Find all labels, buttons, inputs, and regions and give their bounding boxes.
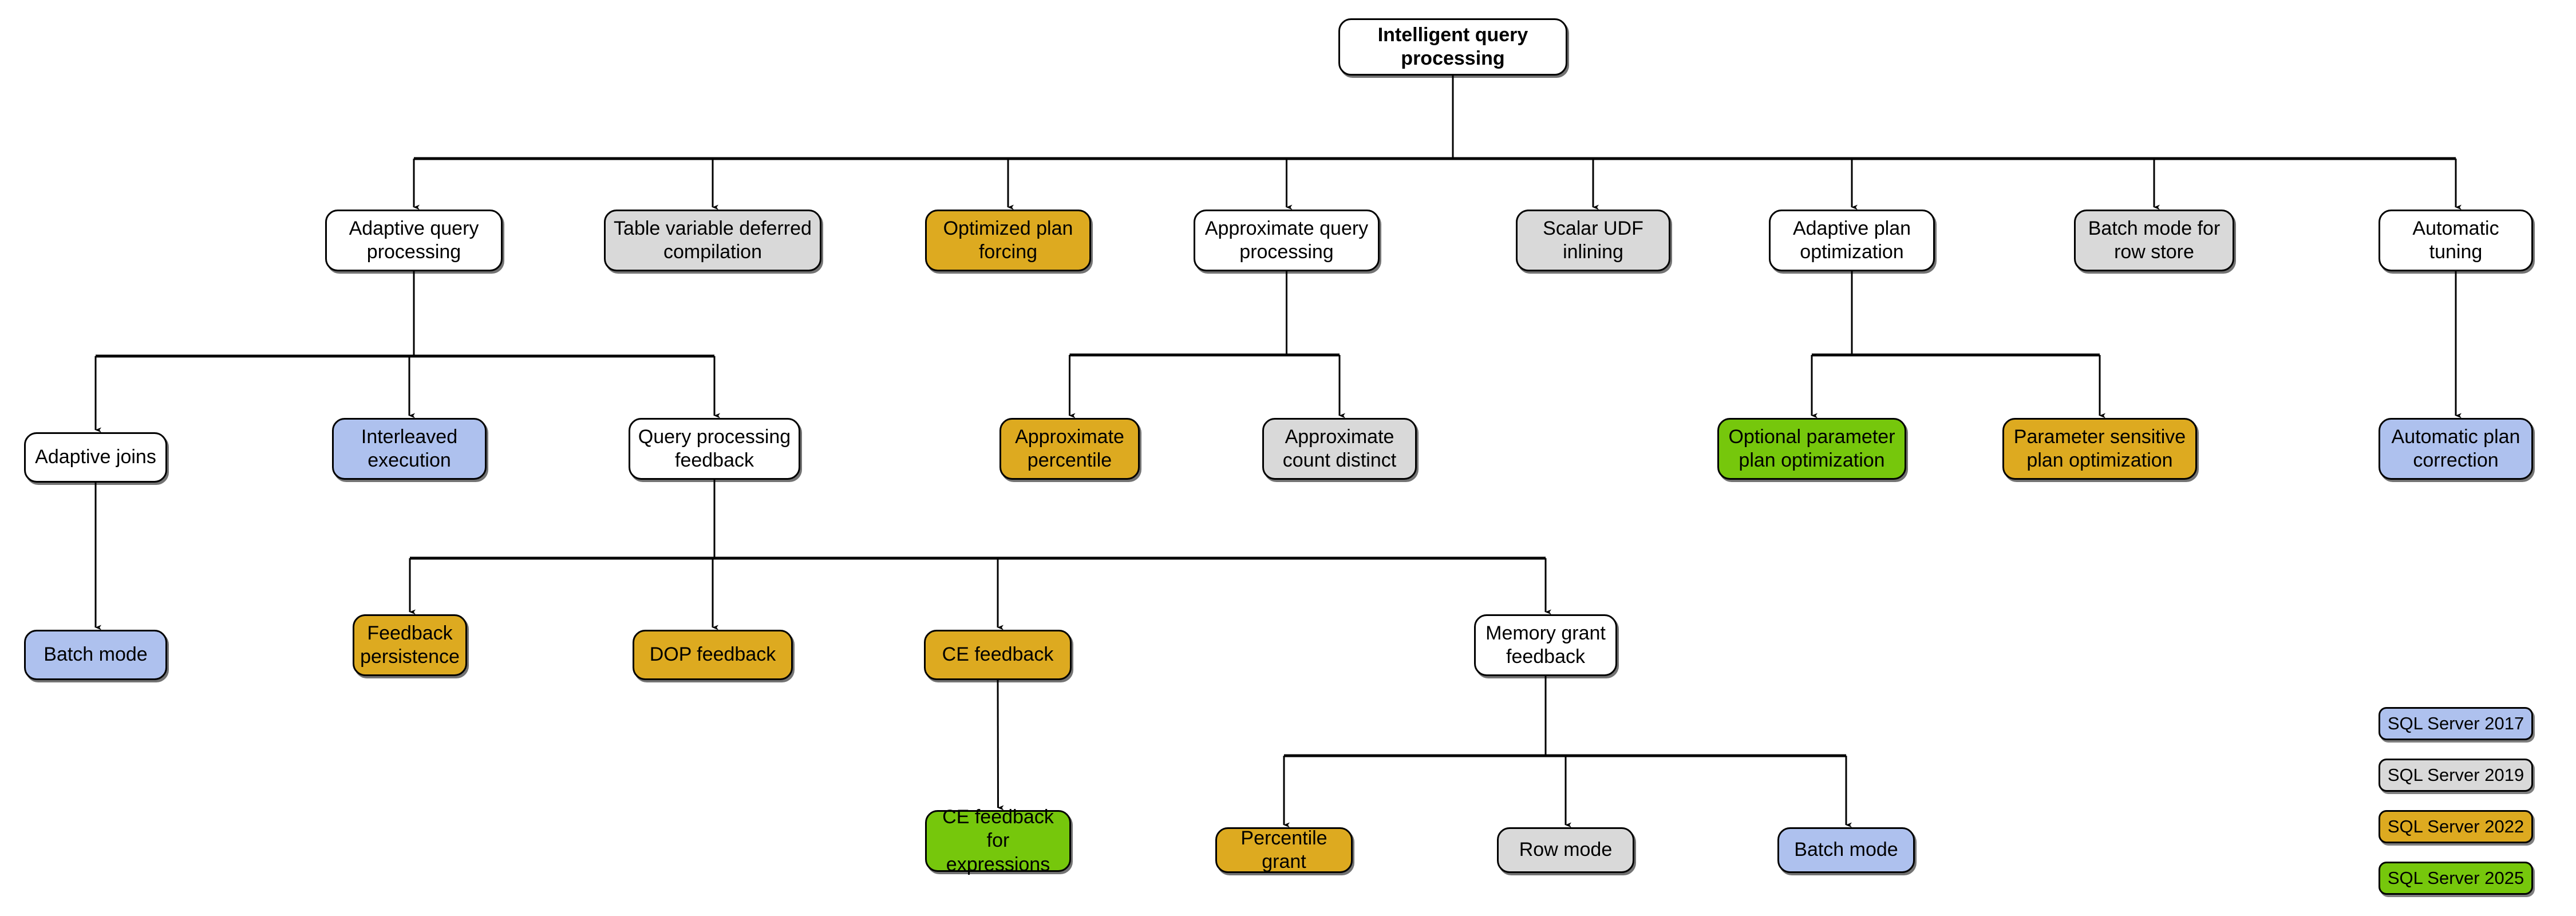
- node-aj[interactable]: Adaptive joins: [24, 432, 167, 483]
- node-label: Row mode: [1519, 839, 1613, 861]
- node-label: Approximate query processing: [1204, 217, 1369, 263]
- node-tvdc[interactable]: Table variable deferred compilation: [604, 210, 821, 271]
- node-label: Memory grant feedback: [1485, 622, 1606, 668]
- node-bm1[interactable]: Batch mode: [24, 630, 167, 680]
- node-sudf[interactable]: Scalar UDF inlining: [1516, 210, 1670, 271]
- node-at[interactable]: Automatic tuning: [2379, 210, 2533, 271]
- node-apq[interactable]: Approximate query processing: [1194, 210, 1380, 271]
- node-fp[interactable]: Feedback persistence: [353, 614, 467, 676]
- node-apo[interactable]: Adaptive plan optimization: [1769, 210, 1935, 271]
- node-ap[interactable]: Approximate percentile: [999, 418, 1140, 480]
- node-label: Interleaved execution: [361, 425, 458, 471]
- node-label: Approximate percentile: [1015, 425, 1124, 471]
- node-label: Adaptive query processing: [349, 217, 479, 263]
- node-ce[interactable]: CE feedback: [924, 630, 1072, 680]
- node-qpf[interactable]: Query processing feedback: [629, 418, 800, 480]
- node-cefe[interactable]: CE feedback for expressions: [925, 806, 1071, 875]
- node-label: Parameter sensitive plan optimization: [2013, 425, 2186, 471]
- node-label: Adaptive joins: [35, 446, 156, 468]
- node-label: DOP feedback: [649, 643, 776, 666]
- legend-item-label: SQL Server 2017: [2387, 713, 2524, 733]
- node-aqp[interactable]: Adaptive query processing: [325, 210, 503, 271]
- node-label: Optional parameter plan optimization: [1728, 425, 1895, 471]
- node-label: Query processing feedback: [638, 425, 791, 471]
- node-opf[interactable]: Optimized plan forcing: [925, 210, 1091, 271]
- legend-item-label: SQL Server 2025: [2387, 868, 2524, 888]
- node-ie[interactable]: Interleaved execution: [332, 418, 487, 480]
- node-label: Optimized plan forcing: [943, 217, 1073, 263]
- node-oppo[interactable]: Optional parameter plan optimization: [1717, 418, 1906, 480]
- node-dop[interactable]: DOP feedback: [633, 630, 793, 680]
- node-root[interactable]: Intelligent query processing: [1338, 18, 1567, 76]
- legend-item-label: SQL Server 2022: [2387, 816, 2524, 836]
- node-label: Table variable deferred compilation: [614, 217, 812, 263]
- node-label: Automatic plan correction: [2391, 425, 2520, 471]
- legend-item-sql-server-2025: SQL Server 2025: [2379, 862, 2533, 895]
- node-label: Batch mode for row store: [2088, 217, 2221, 263]
- node-acd[interactable]: Approximate count distinct: [1262, 418, 1417, 480]
- node-rm[interactable]: Row mode: [1497, 827, 1634, 873]
- legend-item-sql-server-2022: SQL Server 2022: [2379, 810, 2533, 843]
- node-label: Scalar UDF inlining: [1543, 217, 1643, 263]
- node-label: Feedback persistence: [360, 622, 460, 668]
- node-mgf[interactable]: Memory grant feedback: [1474, 614, 1617, 676]
- node-label: Intelligent query processing: [1377, 23, 1528, 69]
- node-apc[interactable]: Automatic plan correction: [2379, 418, 2533, 480]
- legend-item-sql-server-2019: SQL Server 2019: [2379, 759, 2533, 792]
- node-label: Batch mode: [1794, 839, 1898, 861]
- legend-item-sql-server-2017: SQL Server 2017: [2379, 707, 2533, 740]
- legend-item-label: SQL Server 2019: [2387, 765, 2524, 785]
- node-label: Batch mode: [44, 643, 148, 666]
- node-bm2[interactable]: Batch mode: [1777, 827, 1915, 873]
- node-label: Approximate count distinct: [1282, 425, 1397, 471]
- node-label: CE feedback for expressions: [942, 806, 1054, 875]
- node-label: CE feedback: [942, 643, 1054, 666]
- node-label: Percentile grant: [1240, 827, 1327, 872]
- node-pspo[interactable]: Parameter sensitive plan optimization: [2002, 418, 2197, 480]
- node-label: Adaptive plan optimization: [1792, 217, 1911, 263]
- node-pg[interactable]: Percentile grant: [1215, 827, 1353, 873]
- node-bmrs[interactable]: Batch mode for row store: [2074, 210, 2234, 271]
- node-label: Automatic tuning: [2412, 217, 2499, 263]
